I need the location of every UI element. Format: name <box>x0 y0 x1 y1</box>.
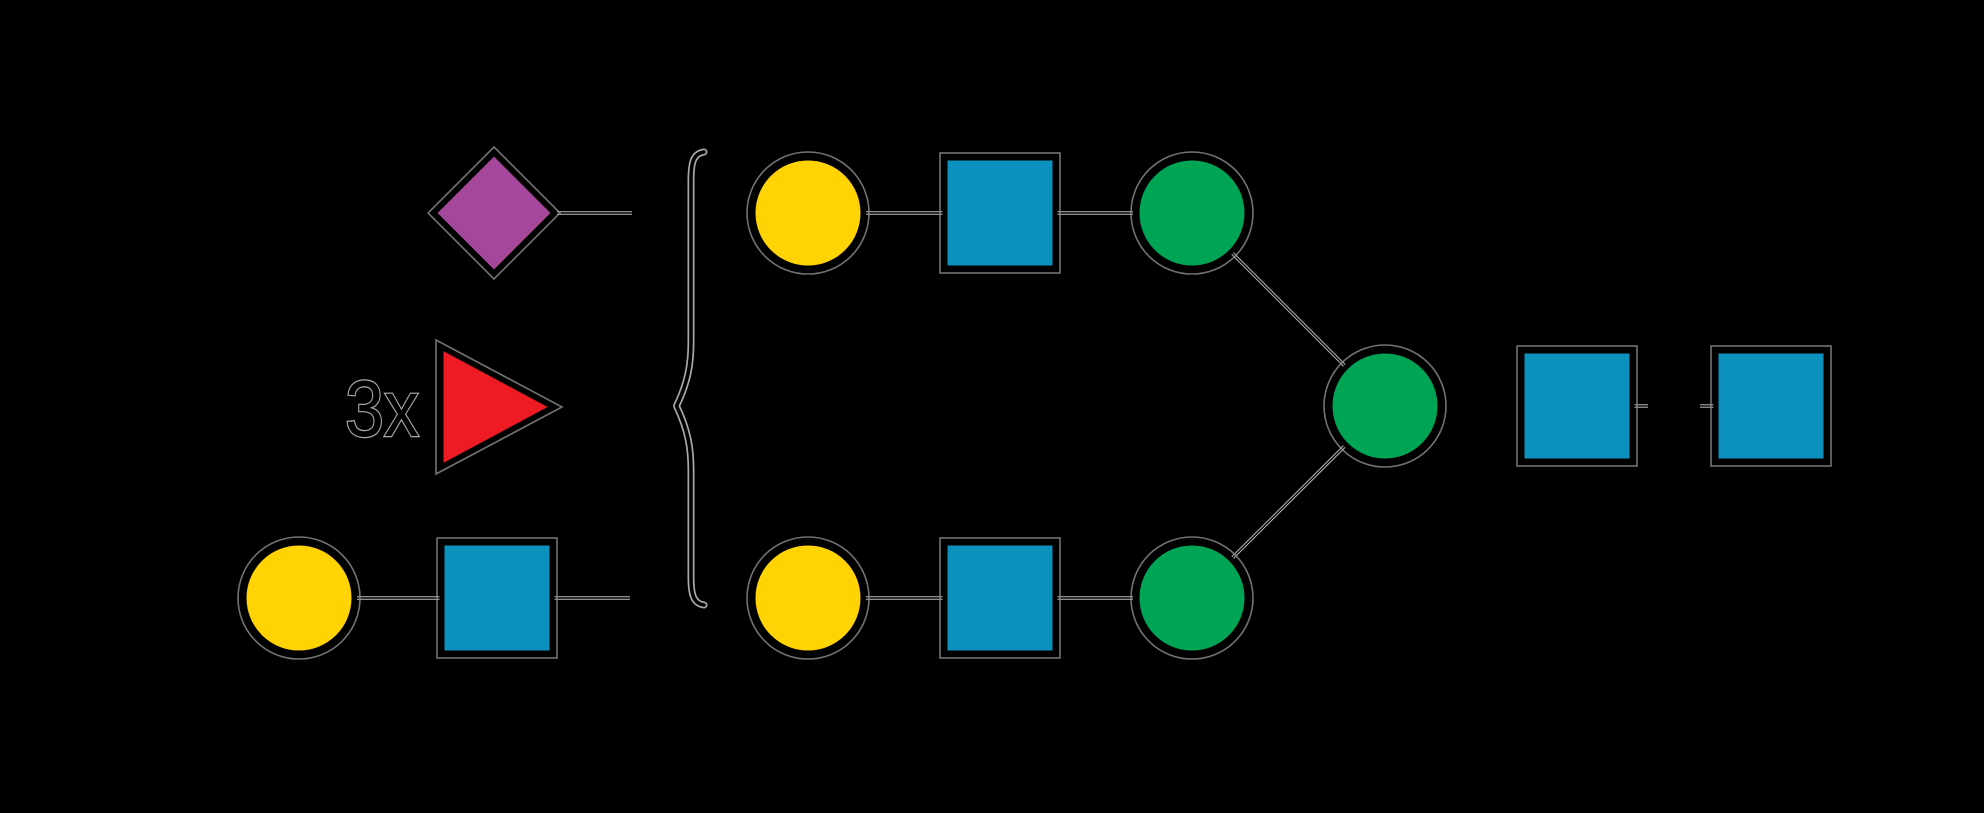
curly-brace-core <box>674 150 706 607</box>
galactose-yellow-circle-icon-left-group <box>241 540 357 656</box>
neu5ac-purple-diamond-icon-halo <box>426 145 562 281</box>
glcnac-blue-square-icon-core-2 <box>1713 348 1829 464</box>
glcnac-blue-square-icon-top-branch <box>942 155 1058 271</box>
mannose-green-circle-icon-top-branch <box>1134 155 1250 271</box>
glcnac-blue-square-icon-core-2-halo <box>1710 345 1832 467</box>
glcnac-blue-square-icon-left-group <box>439 540 555 656</box>
mannose-green-circle-icon-core <box>1327 348 1443 464</box>
neu5ac-purple-diamond-icon <box>430 149 558 277</box>
galactose-yellow-circle-icon-bottom-branch <box>750 540 866 656</box>
galactose-yellow-circle-icon-bottom-branch-halo <box>746 536 870 660</box>
glcnac-blue-square-icon-top-branch-halo <box>939 152 1061 274</box>
glcnac-blue-square-icon-bottom-branch <box>942 540 1058 656</box>
mannose-green-circle-icon-bottom-branch-halo <box>1130 536 1254 660</box>
mannose-green-circle-icon-top-branch-halo <box>1130 151 1254 275</box>
glcnac-blue-square-icon-bottom-branch-halo <box>939 537 1061 659</box>
galactose-yellow-circle-icon-left-group-halo <box>237 536 361 660</box>
mannose-green-circle-icon-core-halo <box>1323 344 1447 468</box>
curly-brace <box>673 148 708 609</box>
glcnac-blue-square-icon-core-1 <box>1519 348 1635 464</box>
glcnac-blue-square-icon-core-1-halo <box>1516 345 1638 467</box>
multiplier-label: 3x <box>345 364 419 453</box>
galactose-yellow-circle-icon-top-branch <box>750 155 866 271</box>
galactose-yellow-circle-icon-top-branch-halo <box>746 151 870 275</box>
fucose-red-triangle-icon-halo <box>435 338 564 476</box>
glcnac-blue-square-icon-left-group-halo <box>436 537 558 659</box>
fucose-red-triangle-icon <box>438 342 559 472</box>
mannose-green-circle-icon-bottom-branch <box>1134 540 1250 656</box>
